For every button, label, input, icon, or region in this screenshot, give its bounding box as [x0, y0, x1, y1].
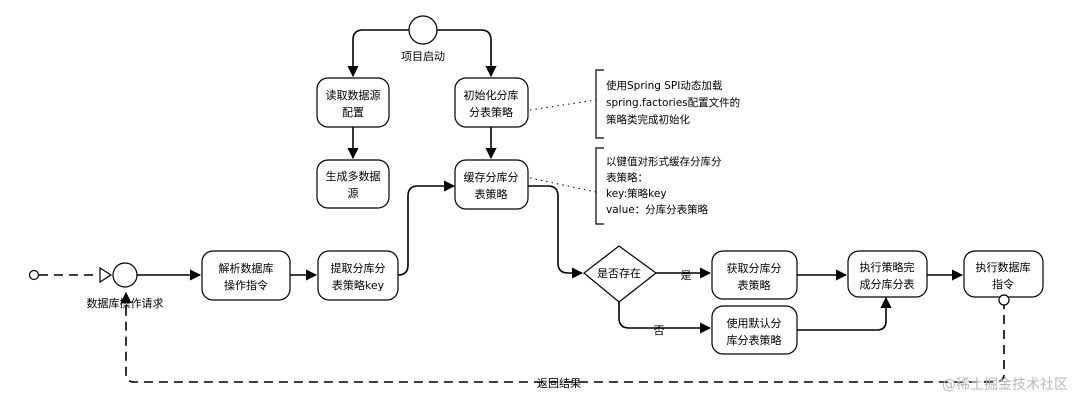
task-execute-db-line2: 指令	[992, 277, 1014, 291]
task-init-strategy-line2: 分表策略	[469, 105, 513, 119]
task-gen-datasources-line1: 生成多数据	[326, 169, 381, 183]
note-cache-bracket	[595, 147, 604, 225]
task-default-strategy-line1: 使用默认分	[727, 317, 782, 330]
task-default-strategy-line2: 库分表策略	[727, 333, 782, 347]
task-execute-strategy-line1: 执行策略完	[860, 260, 915, 274]
request-origin-dot	[28, 269, 40, 281]
edge-start-to-read-datasource	[347, 29, 409, 78]
task-init-strategy-line1: 初始化分库	[464, 88, 519, 102]
task-read-datasource	[316, 77, 390, 128]
start-event-label: 项目启动	[401, 50, 445, 63]
start-event-circle	[408, 15, 438, 45]
task-init-strategy	[454, 77, 529, 128]
edge-cache-to-gateway	[528, 185, 584, 279]
note-cache-line1: 以键值对形式缓存分库分	[606, 155, 722, 168]
gateway-exists-diamond	[583, 245, 657, 303]
task-cache-strategy	[454, 159, 529, 210]
task-cache-strategy-line1: 缓存分库分	[464, 170, 519, 184]
request-event-circle	[112, 262, 138, 288]
task-parse-command-line2: 操作指令	[224, 278, 268, 292]
note-cache-line3: key:策略key	[606, 187, 667, 200]
request-trigger-triangle	[99, 266, 113, 284]
gateway-yes-label: 是	[681, 269, 692, 282]
edge-return-result	[120, 291, 1005, 383]
edge-gateway-no-to-default	[618, 302, 712, 334]
task-fetch-strategy-line1: 获取分库分	[727, 262, 782, 275]
task-parse-command-line1: 解析数据库	[219, 261, 274, 275]
task-fetch-strategy-line2: 表策略	[738, 278, 771, 292]
edge-default-to-execute-strategy	[797, 296, 892, 331]
task-read-datasource-line2: 配置	[342, 106, 364, 119]
note-cache-line2: 表策略：	[606, 171, 648, 184]
task-gen-datasources-line2: 源	[348, 186, 359, 200]
note-connector-init	[529, 99, 597, 111]
note-init-line1: 使用Spring SPI动态加载	[606, 79, 723, 92]
note-init-line3: 策略类完成初始化	[606, 113, 690, 126]
note-init-bracket	[595, 69, 604, 139]
task-cache-strategy-line2: 表策略	[475, 187, 508, 201]
task-gen-datasources	[316, 159, 390, 209]
gateway-no-label: 否	[654, 324, 665, 337]
note-cache-line4: value：分库分表策略	[606, 203, 709, 216]
edge-start-to-init-strategy	[437, 29, 497, 78]
watermark-text: @稀土掘金技术社区	[942, 377, 1068, 393]
note-connector-cache	[529, 177, 597, 193]
gateway-exists-label: 是否存在	[597, 266, 641, 280]
task-default-strategy	[711, 305, 798, 355]
edge-get-key-to-cache	[397, 180, 456, 276]
task-execute-strategy	[847, 250, 928, 298]
execute-db-boundary-event	[998, 294, 1010, 306]
task-parse-command	[201, 250, 291, 301]
note-init-line2: spring.factories配置文件的	[606, 96, 740, 109]
task-get-strategy-key-line1: 提取分库分	[331, 262, 386, 275]
task-get-strategy-key	[317, 250, 399, 301]
task-execute-db-line1: 执行数据库	[976, 260, 1031, 274]
task-read-datasource-line1: 读取数据源	[326, 88, 381, 102]
task-execute-strategy-line2: 成分库分表	[860, 277, 915, 291]
request-event-label: 数据库操作请求	[87, 296, 164, 310]
task-get-strategy-key-line2: 表策略key	[332, 278, 385, 292]
task-fetch-strategy	[711, 250, 798, 300]
return-result-label: 返回结果	[537, 377, 581, 390]
